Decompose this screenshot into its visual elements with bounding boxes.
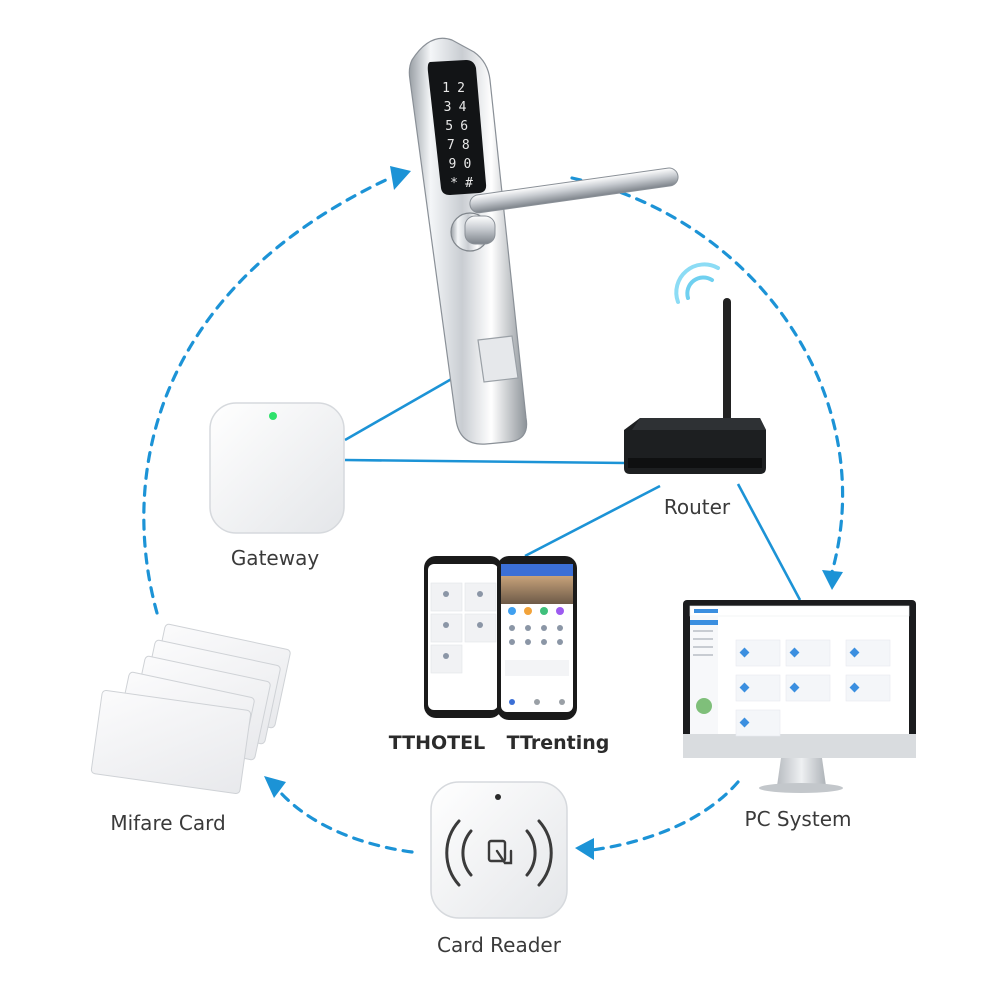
- router-label: Router: [664, 495, 731, 519]
- pc-app-tile-icon: [849, 647, 860, 658]
- arrow-lock-to-pc: [570, 176, 845, 574]
- line-router-pc: [736, 483, 802, 601]
- lock-fingerprint-reader: [477, 335, 519, 383]
- keypad-key: 9: [448, 157, 456, 172]
- arrow-lock-to-pc-head: [822, 570, 843, 590]
- pc-system-label: PC System: [745, 807, 852, 831]
- arrow-pc-to-reader-head: [575, 838, 594, 860]
- gateway-device: [209, 402, 345, 534]
- pc-app-tile-icon: [739, 647, 750, 658]
- tthotel-label: TTHOTEL: [389, 732, 485, 754]
- router-device: [624, 298, 766, 474]
- gateway-body: [209, 402, 345, 534]
- arrow-card-to-lock: [142, 176, 392, 615]
- gateway-status-led: [269, 412, 277, 420]
- ttrenting-label: TTrenting: [507, 732, 610, 754]
- lock-keypad-panel: [427, 60, 487, 195]
- gateway-label: Gateway: [231, 546, 320, 570]
- pc-app-tile-icon: [789, 682, 800, 693]
- keypad-key: 6: [460, 119, 468, 134]
- arrow-reader-to-card-head: [264, 776, 286, 798]
- phone-tthotel-grid: [430, 582, 497, 674]
- pc-app-tile-icon: [849, 682, 860, 693]
- arrow-card-to-lock-head: [390, 166, 411, 190]
- card-reader-label: Card Reader: [437, 933, 562, 957]
- lock-handle-bar: [469, 167, 679, 214]
- keypad-key: 1: [442, 81, 450, 96]
- line-router-phones: [524, 484, 661, 558]
- keypad-key: 3: [444, 100, 452, 115]
- pc-monitor-stand: [777, 758, 826, 786]
- pc-monitor-chin: [683, 734, 916, 758]
- keypad-key: 2: [457, 81, 465, 96]
- keypad-key: 0: [463, 157, 471, 172]
- pc-app-tiles: [735, 639, 891, 737]
- pc-app-tile-icon: [739, 682, 750, 693]
- router-antenna: [723, 298, 731, 426]
- pc-monitor-base: [759, 783, 843, 793]
- pc-app-plant: [696, 698, 712, 714]
- arrow-reader-to-card: [278, 790, 414, 854]
- keypad-key: #: [465, 176, 473, 191]
- cycle-arrows: [142, 166, 845, 860]
- pc-monitor-screen: [690, 606, 909, 734]
- mifare-card-front: [90, 689, 252, 795]
- line-gateway-router: [344, 458, 627, 465]
- arrow-pc-to-reader: [590, 780, 740, 852]
- phone-ttrenting-icons: [505, 607, 569, 705]
- phone-ttrenting: [497, 556, 577, 720]
- pc-app-tile-icon: [739, 717, 750, 728]
- keypad-key: 8: [462, 138, 470, 153]
- pc-app-tile: [785, 639, 831, 667]
- router-top: [632, 418, 766, 430]
- mifare-card-label: Mifare Card: [110, 811, 225, 835]
- mifare-card-stack: [90, 623, 291, 795]
- line-gateway-lock: [344, 375, 456, 442]
- phone-ttrenting-header: [501, 564, 573, 576]
- nfc-tap-icon: [445, 819, 553, 887]
- pc-app-tile-icon: [789, 647, 800, 658]
- keypad-key: 4: [459, 100, 467, 115]
- keypad-key: *: [450, 176, 458, 191]
- card-reader-led: [495, 794, 501, 800]
- router-front-strip: [628, 458, 762, 468]
- card-reader-device: [430, 781, 568, 919]
- connection-lines: [344, 375, 802, 601]
- phone-ttrenting-room-photo: [501, 576, 573, 604]
- card-reader-body: [430, 781, 568, 919]
- wifi-signal-icon: [674, 262, 720, 304]
- lock-handle-neck: [464, 215, 496, 245]
- keypad-key: 5: [445, 119, 453, 134]
- pc-monitor: [683, 600, 916, 793]
- keypad-key: 7: [447, 138, 455, 153]
- phone-tthotel: [424, 556, 502, 718]
- pc-app-sidebar: [690, 616, 718, 734]
- pc-app-topbar: [689, 605, 910, 617]
